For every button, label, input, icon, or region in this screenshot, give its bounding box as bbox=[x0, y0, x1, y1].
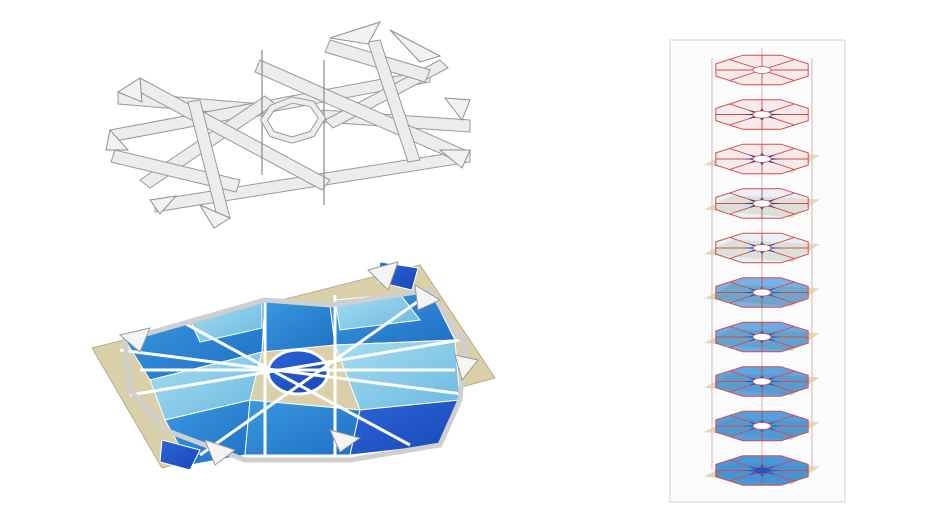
stack-layer-2 bbox=[715, 99, 809, 130]
stack-layer-9 bbox=[704, 410, 820, 442]
layer-center-ring bbox=[752, 244, 772, 252]
stack-layer-6 bbox=[704, 277, 820, 308]
stack-layer-5 bbox=[704, 232, 820, 264]
layer-center-ring bbox=[752, 110, 772, 119]
stack-layer-8 bbox=[704, 366, 820, 397]
stack-layer-10 bbox=[704, 455, 820, 486]
layer-center-ring bbox=[752, 66, 772, 74]
layer-center-ring bbox=[752, 155, 772, 163]
layer-center-ring bbox=[752, 199, 772, 208]
stack-layer-3 bbox=[704, 143, 820, 175]
lattice-bottom bbox=[91, 261, 496, 471]
layer-center-ring bbox=[752, 288, 772, 297]
layer-center-ring bbox=[752, 422, 772, 430]
layer-center-ring bbox=[752, 466, 772, 475]
stack-layer-7 bbox=[704, 321, 820, 353]
layer-center-ring bbox=[752, 333, 772, 341]
layer-center-ring bbox=[752, 377, 772, 386]
stack-layer-1 bbox=[715, 54, 809, 86]
layer-stack bbox=[669, 39, 846, 503]
lattice-top bbox=[105, 21, 471, 229]
stack-layer-4 bbox=[704, 188, 820, 219]
